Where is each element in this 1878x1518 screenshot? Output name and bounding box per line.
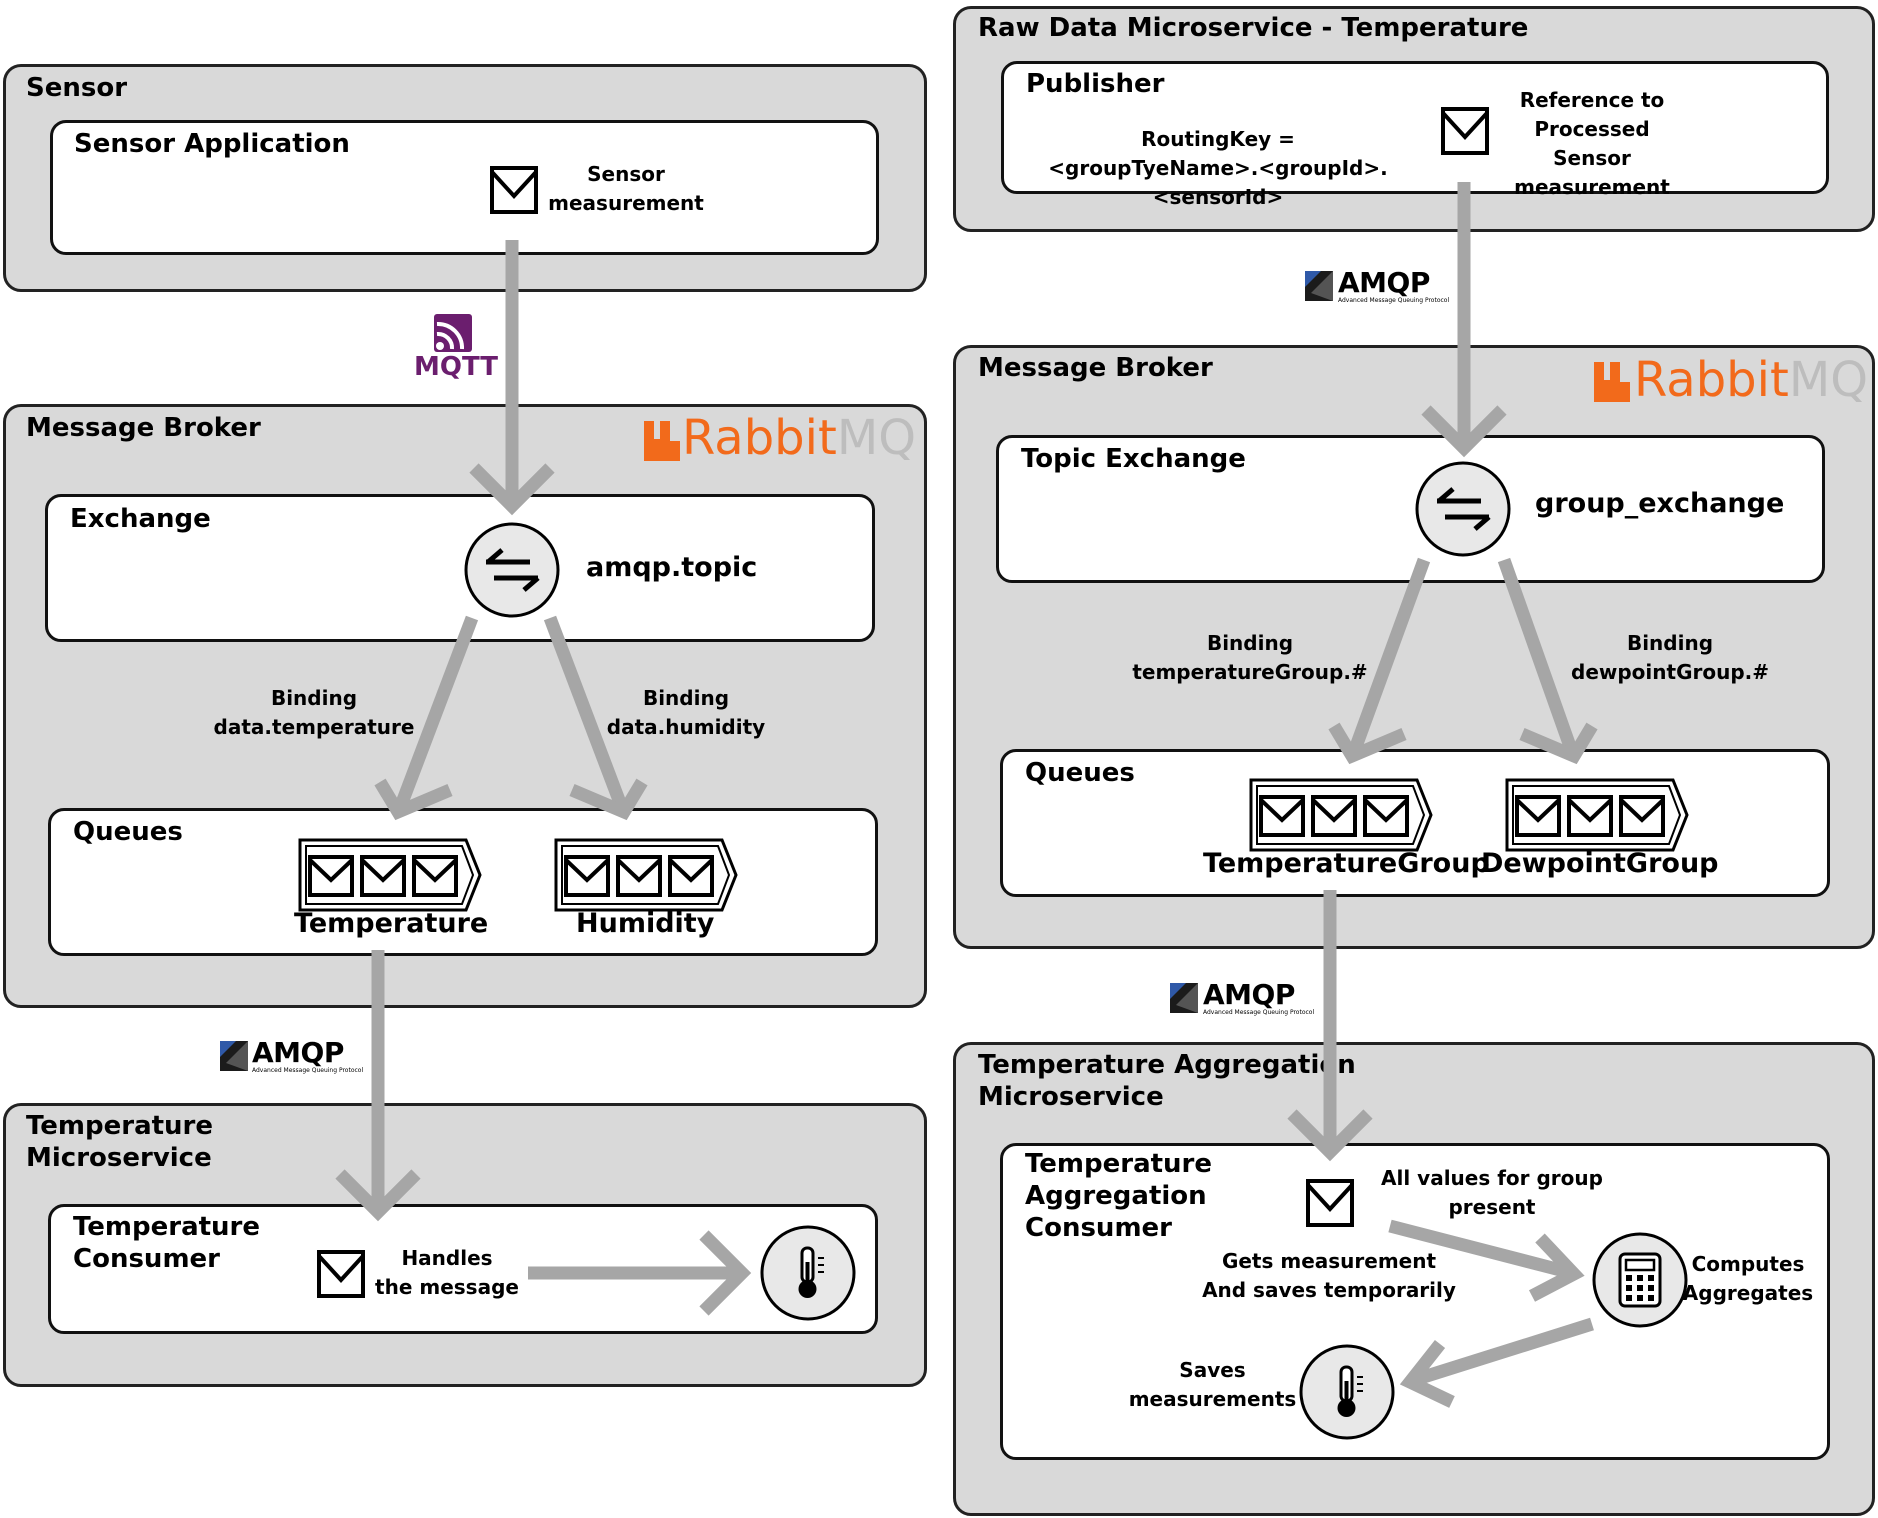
arrow-message-to-calculator: [1388, 1219, 1570, 1279]
right-amqp-logo-1-sub: Advanced Message Queuing Protocol: [1338, 297, 1450, 304]
group-exchange-icon: [1415, 461, 1511, 557]
temperature-microservice-title: Temperature Microservice: [26, 1111, 214, 1174]
left-exchange-name: amqp.topic: [586, 552, 758, 583]
right-amqp-logo-1-icon: [1305, 271, 1333, 301]
binding-temperature-group: Binding temperatureGroup.#: [1132, 631, 1368, 684]
right-amqp-logo-2-icon: [1170, 983, 1198, 1013]
right-broker-title: Message Broker: [978, 353, 1213, 383]
queue-temperaturegroup-icon: [1249, 778, 1433, 852]
arrow-exchange-to-dewpointgroup: [1497, 557, 1579, 755]
left-exchange-title: Exchange: [70, 504, 211, 534]
left-exchange-icon: [464, 522, 560, 618]
left-binding-humidity: Binding data.humidity: [606, 686, 766, 739]
queue-humidity-label: Humidity: [576, 908, 715, 939]
all-values-label: All values for group present: [1381, 1166, 1603, 1219]
rabbit-text: Rabbit: [682, 410, 837, 466]
arrowhead-calculator-to-thermometer: [1399, 1339, 1455, 1408]
left-broker-title: Message Broker: [26, 413, 261, 443]
rabbit-text: Rabbit: [1634, 352, 1789, 408]
left-rabbitmq-logo: RabbitMQ: [682, 410, 916, 466]
arrow-exchange-to-temperature: [393, 615, 479, 811]
right-queues-box: [1000, 749, 1830, 897]
arrowhead-exchange-to-humidity: [569, 778, 648, 821]
aggregation-consumer-box: [1000, 1143, 1830, 1460]
gets-measurement-label: Gets measurement And saves temporarily: [1202, 1249, 1456, 1302]
mqtt-logo-icon: [434, 314, 472, 352]
binding-dewpoint-group: Binding dewpointGroup.#: [1571, 631, 1769, 684]
sensor-message-envelope-icon: [490, 166, 538, 214]
arrowhead-exchange-to-temperature: [374, 778, 453, 821]
right-amqp-logo-2-sub: Advanced Message Queuing Protocol: [1203, 1009, 1315, 1016]
left-amqp-logo-icon: [220, 1041, 248, 1071]
publisher-title: Publisher: [1026, 69, 1165, 99]
sensor-application-box: [50, 120, 879, 255]
handles-message-label: Handles the message: [375, 1246, 519, 1299]
right-amqp-logo-1-text: AMQP: [1338, 266, 1430, 299]
arrow-exchange-to-temperaturegroup: [1347, 557, 1431, 755]
mq-text: MQ: [1788, 352, 1869, 408]
right-rabbitmq-icon: [1594, 362, 1630, 402]
consumer-thermometer-icon: [760, 1225, 856, 1321]
arrowhead-exchange-to-dewpointgroup: [1519, 722, 1598, 765]
aggregation-consumer-title: Temperature Aggregation Consumer: [1025, 1149, 1213, 1244]
right-rabbitmq-logo: RabbitMQ: [1634, 352, 1868, 408]
queue-temperaturegroup-label: TemperatureGroup: [1203, 848, 1490, 879]
group-exchange-name: group_exchange: [1535, 488, 1785, 519]
mq-text: MQ: [836, 410, 917, 466]
publisher-envelope-icon: [1441, 107, 1489, 155]
arrowhead-handles-to-thermometer: [699, 1230, 752, 1316]
arrowhead-message-to-calculator: [1528, 1233, 1585, 1302]
arrowhead-publisher-to-exchange: [1421, 405, 1507, 458]
queue-dewpointgroup-label: DewpointGroup: [1481, 848, 1719, 879]
consumer-envelope-icon: [317, 1250, 365, 1298]
arrowhead-temperaturegroup-to-consumer: [1287, 1109, 1373, 1162]
right-amqp-logo-2-text: AMQP: [1203, 978, 1295, 1011]
queue-humidity-icon: [554, 838, 738, 912]
computes-aggregates-label: Computes Aggregates: [1682, 1252, 1814, 1305]
arrow-exchange-to-humidity: [543, 615, 629, 811]
arrowhead-queue-to-consumer: [335, 1169, 421, 1222]
reference-label: Reference to Processed Sensor measuremen…: [1514, 88, 1670, 199]
queue-temperature-label: Temperature: [294, 908, 489, 939]
queue-temperature-icon: [298, 838, 482, 912]
publisher-box: [1001, 61, 1829, 194]
aggregation-microservice-title: Temperature Aggregation Microservice: [978, 1050, 1356, 1113]
calculator-icon: [1592, 1232, 1688, 1328]
aggregation-thermometer-icon: [1299, 1344, 1395, 1440]
topic-exchange-title: Topic Exchange: [1021, 444, 1246, 474]
aggregation-envelope-icon: [1306, 1179, 1354, 1227]
routing-key-label: RoutingKey = <groupTyeName>.<groupId>.<s…: [1048, 127, 1388, 209]
raw-data-title: Raw Data Microservice - Temperature: [978, 13, 1529, 43]
mqtt-logo-text: MQTT: [414, 352, 499, 382]
left-amqp-logo-text: AMQP: [252, 1036, 344, 1069]
arrowhead-sensor-to-exchange: [469, 463, 555, 516]
left-amqp-logo-sub: Advanced Message Queuing Protocol: [252, 1067, 364, 1074]
queue-dewpointgroup-icon: [1505, 778, 1689, 852]
left-rabbitmq-icon: [644, 421, 680, 461]
sensor-measurement-label: Sensor measurement: [548, 162, 704, 215]
arrowhead-exchange-to-temperaturegroup: [1328, 722, 1407, 765]
sensor-panel-title: Sensor: [26, 73, 128, 103]
sensor-application-title: Sensor Application: [74, 129, 350, 159]
right-queues-title: Queues: [1025, 758, 1135, 788]
left-binding-temperature: Binding data.temperature: [213, 686, 415, 739]
left-queues-title: Queues: [73, 817, 183, 847]
saves-measurements-label: Saves measurements: [1128, 1358, 1297, 1411]
temperature-consumer-title: Temperature Consumer: [73, 1212, 261, 1275]
arrow-calculator-to-thermometer: [1412, 1317, 1594, 1387]
